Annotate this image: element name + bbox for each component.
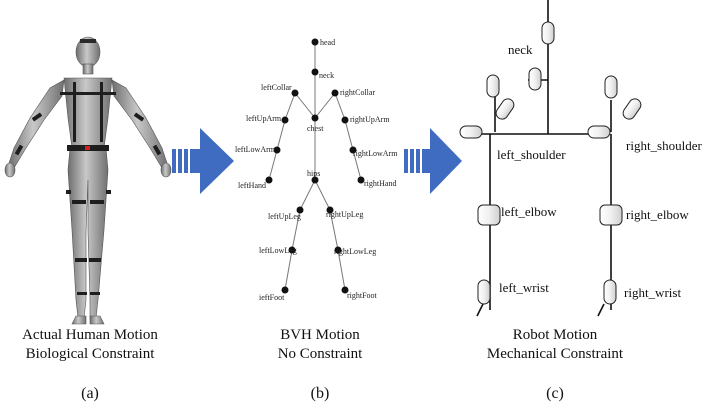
label-right-hand: rightHand [364, 179, 396, 188]
label-right-elbow: right_elbow [626, 207, 689, 222]
label-left-low-arm: leftLowArm [235, 145, 276, 154]
left-shoulder-upper-joint [486, 74, 500, 98]
label-right-wrist: right_wrist [624, 285, 681, 300]
left-shoulder-side-joint [459, 125, 483, 139]
neck-lower-joint [528, 67, 542, 91]
neck-upper-joint [541, 21, 555, 45]
label-left-foot: ieftFoot [259, 293, 285, 302]
joint-left-collar [291, 89, 299, 97]
robot-labels: neck left_shoulder right_shoulder left_e… [497, 42, 702, 300]
right-shoulder-side-joint [587, 125, 611, 139]
right-wrist-joint [603, 279, 617, 305]
label-head: head [320, 38, 335, 47]
label-right-up-arm: rightUpArm [350, 115, 390, 124]
joint-right-low-leg [334, 246, 342, 254]
label-hips: hips [307, 169, 320, 178]
right-shoulder-upper-joint [604, 75, 618, 99]
left-shoulder-tilt-joint [495, 98, 515, 120]
bvh-labels: head neck leftCollar rightCollar chest l… [235, 38, 398, 302]
joint-head [311, 38, 319, 46]
joint-left-low-leg [288, 246, 296, 254]
label-left-hand: leftHand [238, 181, 266, 190]
label-robot-neck: neck [508, 42, 533, 57]
caption-b-line1: BVH Motion [280, 327, 360, 343]
label-left-up-leg: leftUpLeg [268, 212, 301, 221]
panel-a-label: (a) [81, 385, 99, 402]
joint-left-up-leg [296, 206, 304, 214]
joint-right-collar [331, 89, 339, 97]
caption-a-line1: Actual Human Motion [22, 327, 158, 343]
caption-c: Robot Motion Mechanical Constraint [470, 326, 640, 364]
belt-marker [85, 146, 90, 150]
joint-left-up-arm [281, 116, 289, 124]
label-neck: neck [319, 71, 334, 80]
label-right-foot: rightFoot [347, 291, 378, 300]
label-right-low-arm: rightLowArm [353, 149, 398, 158]
panel-b-label: (b) [310, 385, 330, 402]
left-elbow-joint [477, 204, 501, 226]
label-left-wrist: left_wrist [499, 280, 549, 295]
caption-b-line2: No Constraint [277, 346, 363, 362]
label-chest: chest [307, 124, 324, 133]
caption-c-line2: Mechanical Constraint [486, 346, 624, 362]
panel-c-label: (c) [546, 385, 564, 402]
joint-right-up-leg [326, 206, 334, 214]
label-left-up-arm: leftUpArm [246, 114, 282, 123]
caption-a: Actual Human Motion Biological Constrain… [0, 326, 180, 364]
joint-left-foot [281, 286, 289, 294]
joint-right-up-arm [341, 116, 349, 124]
joint-right-hand [357, 176, 365, 184]
bvh-joints [265, 38, 365, 294]
left-wrist-joint [477, 279, 491, 305]
bvh-bones [268, 42, 362, 291]
joint-chest [311, 114, 319, 122]
joint-left-hand [265, 176, 273, 184]
joint-hips [311, 176, 319, 184]
label-left-low-leg: leftLowLeg [259, 246, 297, 255]
human-figure [4, 36, 172, 325]
joint-right-foot [341, 286, 349, 294]
label-right-low-leg: rightLowLeg [334, 247, 376, 256]
label-left-shoulder: left_shoulder [497, 147, 566, 162]
label-right-collar: rightCollar [340, 88, 375, 97]
joint-left-low-arm [273, 146, 281, 154]
joint-neck [311, 68, 319, 76]
label-left-elbow: left_elbow [501, 204, 557, 219]
caption-a-line2: Biological Constraint [25, 346, 155, 362]
arrow-a-to-b [172, 128, 234, 194]
label-left-collar: leftCollar [261, 83, 292, 92]
caption-b: BVH Motion No Constraint [240, 326, 400, 364]
joint-right-low-arm [349, 146, 357, 154]
right-elbow-joint [599, 204, 623, 226]
arrow-b-to-c [404, 128, 462, 194]
caption-c-line1: Robot Motion [512, 327, 598, 343]
robot-joints [459, 21, 642, 305]
label-right-up-leg: rightUpLeg [326, 210, 363, 219]
right-shoulder-tilt-joint [622, 98, 642, 120]
label-right-shoulder: right_shoulder [626, 138, 702, 153]
